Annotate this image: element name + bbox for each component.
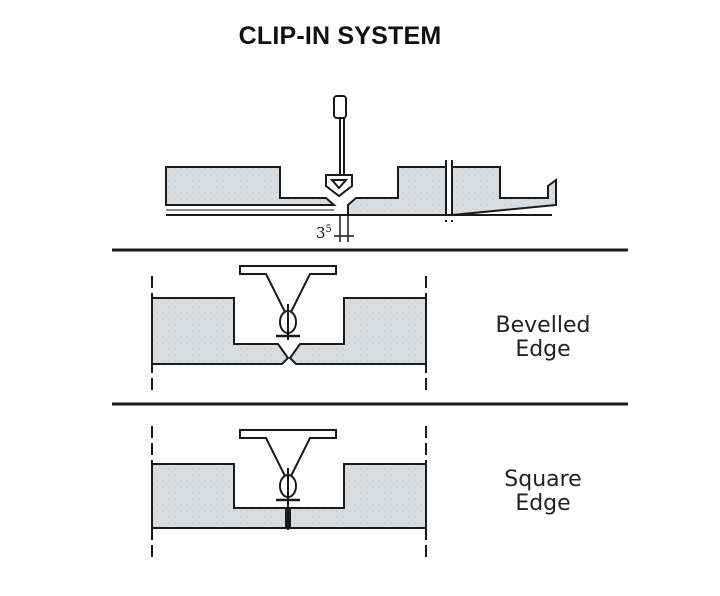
dimension-superscript: 5 — [325, 224, 332, 235]
top-assembly — [165, 95, 557, 242]
section-label-square: Square Edge — [473, 468, 613, 516]
square-left-panel — [151, 463, 287, 529]
label-line-1: Bevelled — [495, 313, 591, 338]
section-label-bevelled: Bevelled Edge — [473, 314, 613, 362]
label-line-2: Edge — [515, 491, 571, 516]
label-line-2: Edge — [515, 337, 571, 362]
label-line-1: Square — [504, 467, 582, 492]
tee-bar — [239, 265, 337, 321]
bevel-right-panel — [288, 297, 427, 365]
hanger-rod-top — [333, 95, 347, 119]
right-panel-end — [451, 166, 557, 217]
dimension-value: 3 — [316, 224, 326, 242]
square-edge-assembly — [151, 426, 427, 560]
dimension-label: 35 — [316, 224, 332, 242]
bevelled-edge-assembly — [151, 265, 427, 394]
tee-bar-square — [239, 429, 337, 485]
right-panel — [347, 166, 447, 216]
diagram-title: CLIP-IN SYSTEM — [238, 22, 442, 50]
bevel-left-panel — [151, 297, 290, 365]
left-panel — [165, 166, 337, 206]
square-right-panel — [289, 463, 427, 529]
